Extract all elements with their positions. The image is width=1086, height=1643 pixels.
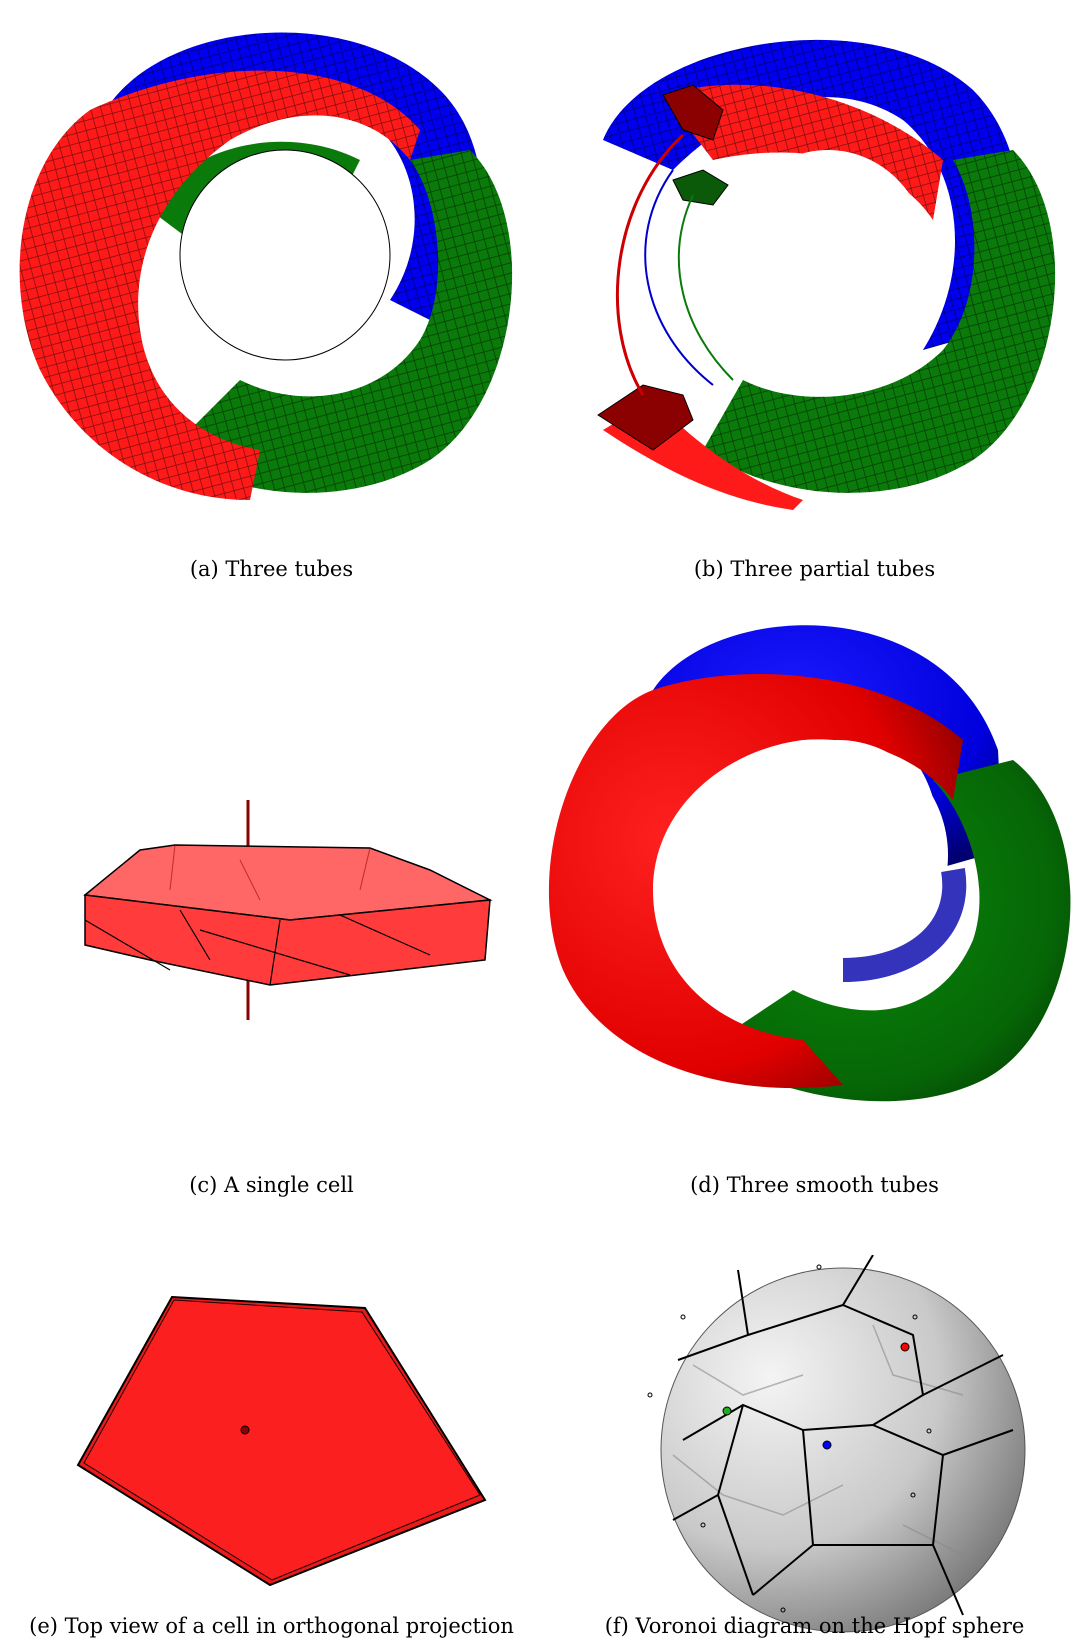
blue-site	[822, 1440, 832, 1450]
cell-inner-pentagon	[83, 1299, 481, 1581]
red-arc	[615, 133, 685, 396]
smooth-green-tube	[703, 760, 1071, 1102]
voronoi-edges	[672, 1255, 1014, 1616]
hopf-sphere	[660, 1267, 1026, 1633]
caption-e: (e) Top view of a cell in orthogonal pro…	[29, 1614, 514, 1638]
caption-a: (a) Three tubes	[189, 557, 354, 581]
red-site	[900, 1342, 910, 1352]
voronoi-faint-edges	[672, 1324, 964, 1556]
voronoi-sphere-figure	[647, 1255, 1026, 1633]
smooth-red-tube	[548, 674, 963, 1089]
caption-f: (f) Voronoi diagram on the Hopf sphere	[604, 1614, 1025, 1638]
three-partial-tubes-figure	[597, 39, 1056, 510]
green-arc	[677, 194, 734, 381]
three-smooth-tubes-figure	[548, 625, 1071, 1102]
single-cell-figure	[83, 800, 493, 1020]
cell-top-view-figure	[76, 1295, 487, 1587]
blue-arc	[644, 169, 714, 386]
cell-center-point	[240, 1425, 250, 1435]
red-top-cap	[662, 84, 724, 141]
caption-d: (d) Three smooth tubes	[690, 1173, 939, 1197]
caption-c: (c) A single cell	[189, 1173, 354, 1197]
green-site	[722, 1406, 732, 1416]
green-end-cap	[672, 169, 729, 206]
red-end-cap	[597, 384, 694, 451]
three-tubes-figure	[19, 32, 513, 500]
caption-b: (b) Three partial tubes	[693, 557, 936, 581]
cell-side-face	[84, 894, 491, 986]
